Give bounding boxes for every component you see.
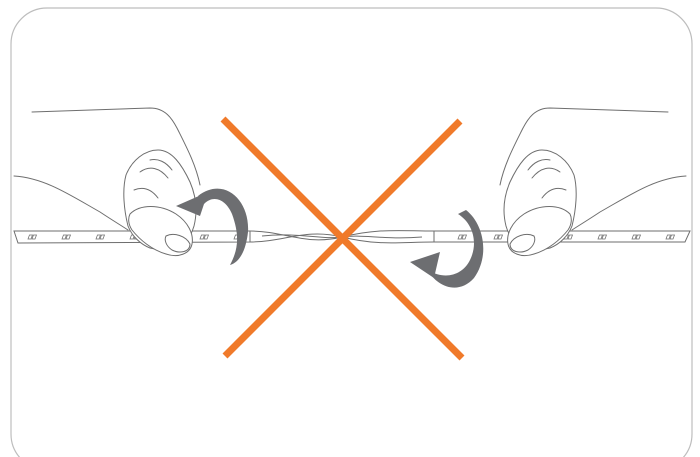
led-chip bbox=[95, 234, 106, 240]
led-chip-cell bbox=[669, 234, 676, 240]
right-thumbnail bbox=[509, 233, 536, 253]
led-chip bbox=[597, 234, 608, 240]
rotation-arrow-right-head bbox=[410, 252, 440, 278]
led-chip bbox=[631, 234, 642, 240]
led-chip-cell bbox=[461, 234, 468, 240]
left-knuckle-lines bbox=[133, 159, 173, 199]
right-knuckle-lines bbox=[527, 159, 567, 199]
left-thumbnail bbox=[164, 233, 191, 253]
led-chip-cell bbox=[665, 234, 672, 240]
right-arm-top-line bbox=[499, 107, 669, 186]
led-chip bbox=[665, 234, 676, 240]
right-hand bbox=[499, 107, 687, 257]
led-chip-cell bbox=[597, 234, 604, 240]
rotation-arrow-left-head bbox=[176, 192, 208, 216]
led-chip bbox=[27, 234, 38, 240]
led-chip-cell bbox=[65, 234, 72, 240]
led-chip-cell bbox=[95, 234, 102, 240]
led-chip-cell bbox=[631, 234, 638, 240]
led-chip-cell bbox=[601, 234, 608, 240]
led-chip-cell bbox=[27, 234, 34, 240]
led-chip-cell bbox=[567, 234, 574, 240]
x-mark-stroke-2 bbox=[222, 118, 463, 359]
led-chip-cell bbox=[457, 234, 464, 240]
led-chip-cell bbox=[31, 234, 38, 240]
led-chip-cell bbox=[61, 234, 68, 240]
led-chip-cell bbox=[99, 234, 106, 240]
led-chip bbox=[493, 234, 504, 240]
rotation-arrow-left-band bbox=[198, 188, 249, 265]
left-hand bbox=[13, 107, 201, 257]
led-chip bbox=[199, 234, 210, 240]
rotation-arrow-right bbox=[410, 210, 484, 288]
prohibition-x-mark bbox=[220, 116, 465, 361]
led-chip-cell bbox=[497, 234, 504, 240]
left-arm-bottom-line bbox=[13, 175, 129, 231]
led-chip-cell bbox=[199, 234, 206, 240]
led-chip bbox=[457, 234, 468, 240]
left-arm-top-line bbox=[31, 107, 201, 186]
rotation-arrow-right-band bbox=[428, 210, 484, 288]
right-arm-bottom-line bbox=[571, 175, 687, 231]
led-chip-cell bbox=[635, 234, 642, 240]
rotation-arrow-left bbox=[176, 188, 249, 265]
led-chip bbox=[61, 234, 72, 240]
led-chip-cell bbox=[203, 234, 210, 240]
led-chip-cell bbox=[493, 234, 500, 240]
